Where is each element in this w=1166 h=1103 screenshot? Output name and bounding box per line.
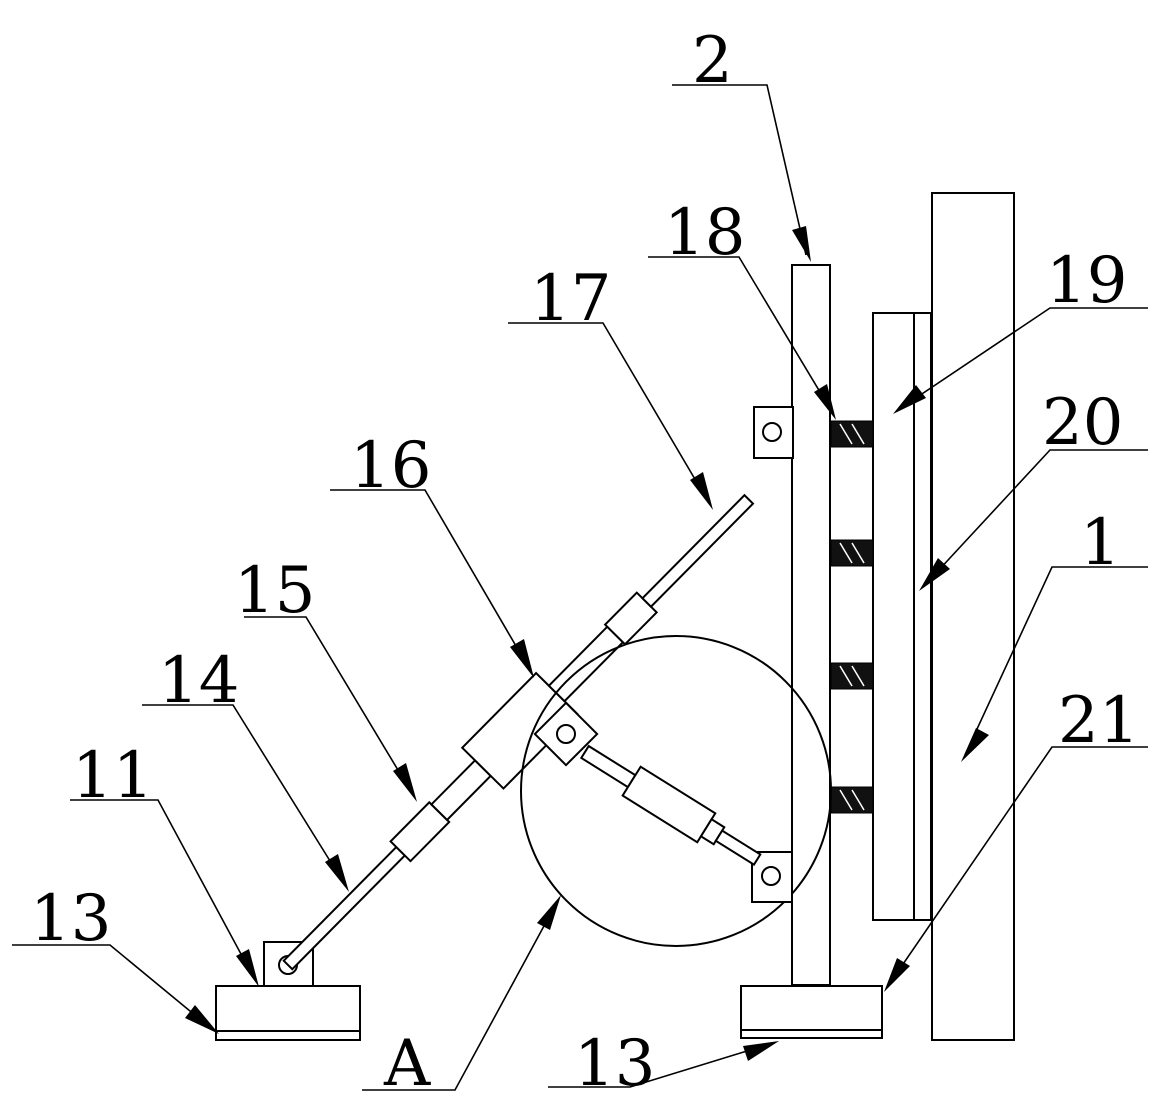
callout-18: 18 [664,196,745,270]
callout-19: 19 [1046,244,1127,318]
callout-a: A [383,1027,431,1101]
detail-circle-a [520,635,832,947]
inner-hinge-lower [751,851,793,903]
callout-13-right: 13 [574,1027,655,1101]
callout-17: 17 [530,262,611,336]
part-19-plate [872,312,932,921]
hinge-block-top [753,406,794,459]
inner-actuator [579,744,762,867]
part-1-plate [931,192,1015,1041]
part-2-column [791,264,831,986]
diagonal-rod [282,493,755,971]
callout-16: 16 [350,429,431,503]
inner-hinge-upper [533,701,599,767]
callout-15: 15 [234,554,315,628]
callout-1: 1 [1080,506,1121,580]
callout-2: 2 [692,24,733,98]
callout-20: 20 [1042,386,1123,460]
callout-14: 14 [158,644,239,718]
callout-11: 11 [72,739,153,813]
callout-13-left: 13 [30,882,111,956]
callout-21: 21 [1058,684,1139,758]
part-18-springs [830,420,874,814]
